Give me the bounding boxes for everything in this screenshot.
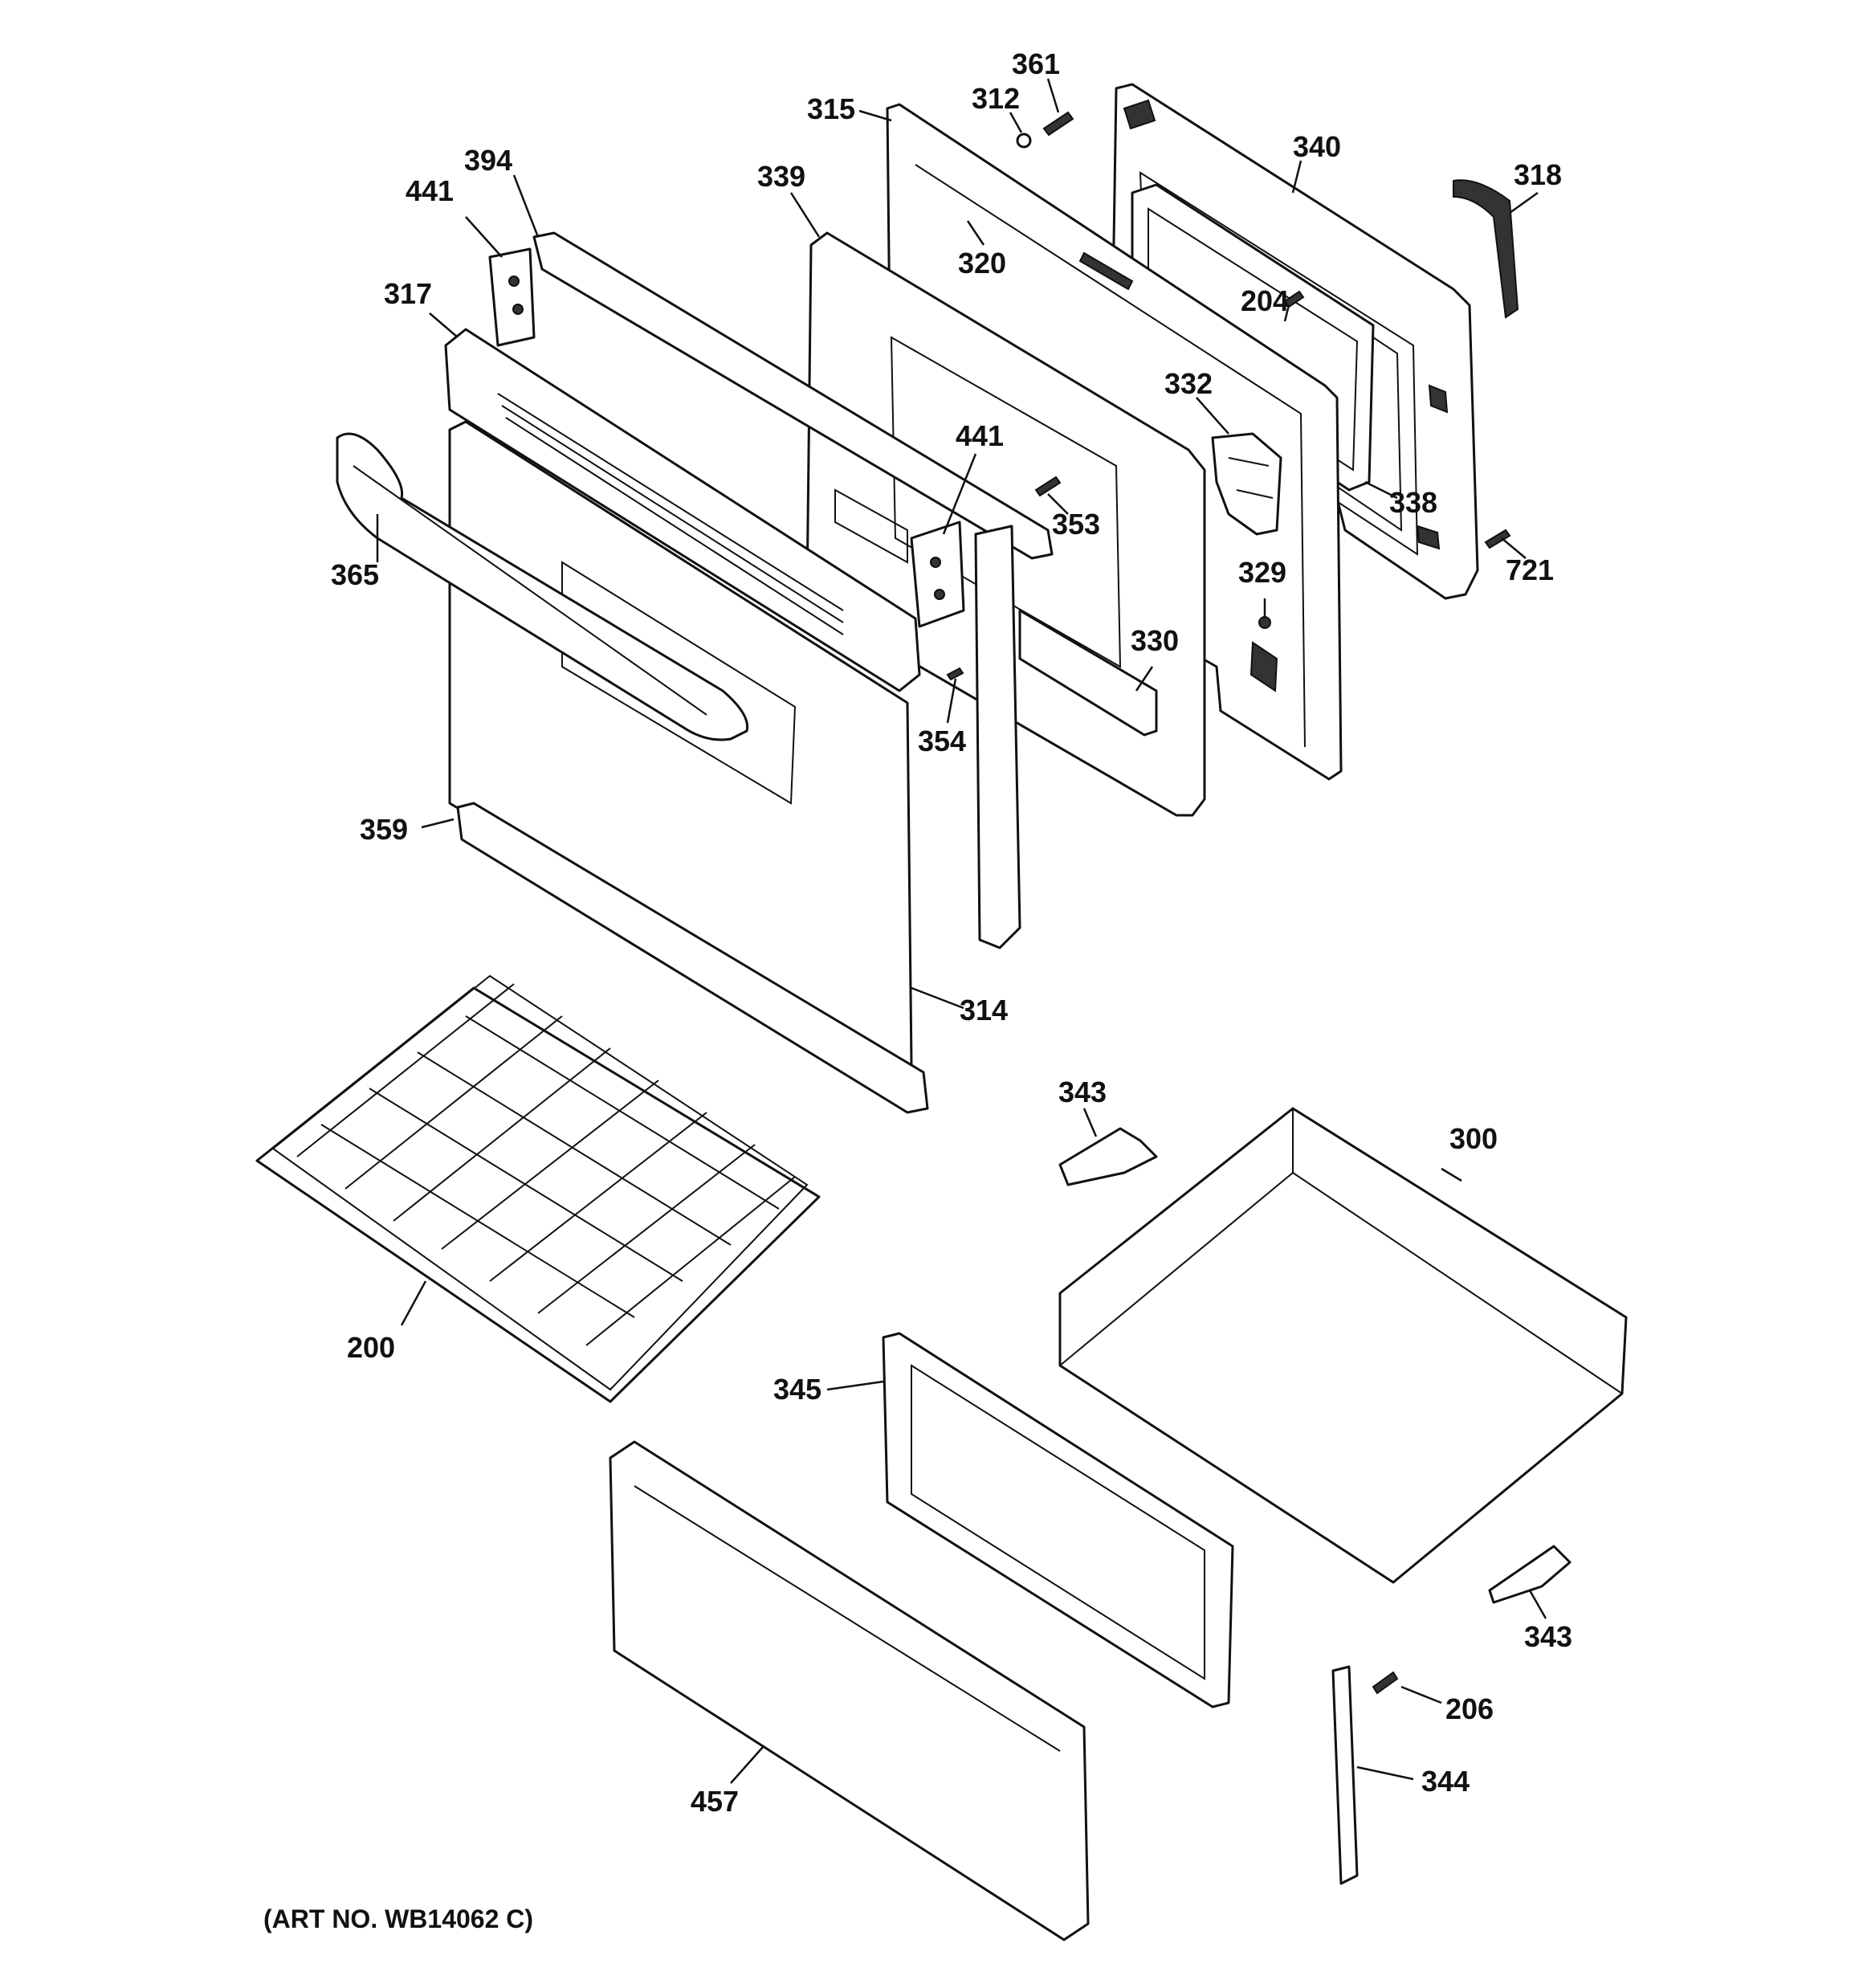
callout-300: 300 [1449,1122,1498,1155]
part-343-drawer-slide-top [1058,1127,1158,1186]
callout-206: 206 [1445,1692,1494,1725]
callout-365: 365 [331,558,379,591]
callout-345: 345 [773,1373,821,1406]
callout-338: 338 [1389,486,1437,519]
part-side-trim [974,525,1021,949]
callout-340: 340 [1293,130,1341,163]
part-332-insulation [1211,432,1282,536]
part-359-bottom-trim [456,802,929,1114]
screw-721 [1484,529,1511,549]
part-345-drawer-front-inner [882,1332,1234,1708]
part-200-oven-rack [255,974,821,1403]
part-365-handle [336,432,749,741]
callout-441-top: 441 [406,174,454,207]
screw-361 [1042,111,1074,137]
callout-721: 721 [1506,553,1554,586]
part-441-hinge-middle [910,520,965,628]
callout-343-top: 343 [1058,1076,1107,1108]
callout-318: 318 [1514,158,1562,191]
screw-206 [1372,1671,1399,1695]
callout-354: 354 [918,725,966,757]
callout-332: 332 [1164,367,1213,400]
callout-394: 394 [464,144,512,177]
callout-312: 312 [972,82,1020,115]
callout-204: 204 [1241,284,1289,317]
washer-312 [1016,133,1032,149]
callout-200: 200 [347,1331,395,1364]
callout-353: 353 [1052,508,1100,541]
callout-339: 339 [757,160,805,193]
screw-204 [1283,290,1305,308]
callout-344: 344 [1421,1765,1470,1798]
part-318-gasket [1453,179,1519,319]
part-394-door-frame [532,231,1054,560]
screw-354 [946,667,964,681]
art-number: (ART NO. WB14062 C) [263,1904,533,1933]
part-317-vent-trim [444,328,921,692]
callout-330: 330 [1131,624,1179,657]
screw-329 [1258,616,1271,629]
part-343-drawer-slide-bottom [1488,1545,1572,1604]
part-330-seal [1018,609,1158,737]
callout-329: 329 [1238,556,1286,589]
part-344-drawer-rail [1331,1665,1359,1885]
callout-457: 457 [691,1785,739,1818]
callout-314: 314 [960,994,1008,1027]
callout-441-mid: 441 [956,419,1004,452]
part-457-drawer-front-panel [609,1440,1090,1941]
callout-359: 359 [360,813,408,846]
callout-343-bottom: 343 [1524,1620,1572,1653]
callout-317: 317 [384,277,432,310]
screw-353 [1034,476,1062,497]
callout-315: 315 [807,92,855,125]
leader-lines [376,78,1547,1784]
part-300-drawer-body [1058,1107,1628,1584]
callout-320: 320 [958,247,1006,280]
callout-361: 361 [1012,47,1060,80]
part-441-hinge-top [488,247,536,347]
